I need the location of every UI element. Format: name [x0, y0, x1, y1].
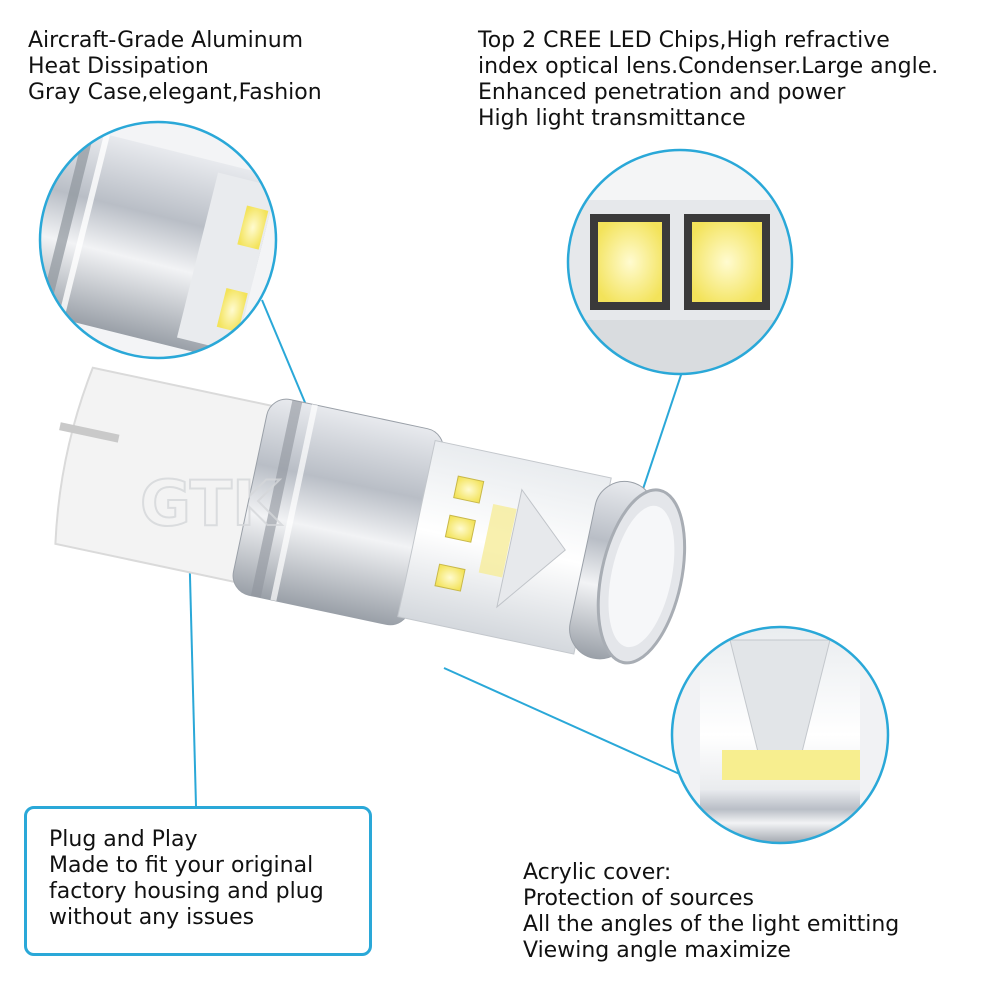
bulb [54, 366, 687, 665]
watermark-logo: GTK [140, 467, 282, 540]
led-chip-annotation: Top 2 CREE LED Chips,High refractive ind… [478, 28, 938, 132]
magnifier-led-chips [566, 148, 794, 376]
annotation-line: Heat Dissipation [28, 54, 209, 79]
annotation-line: Enhanced penetration and power [478, 80, 846, 105]
magnifier-housing [38, 120, 278, 360]
plug-and-play-callout-box: Plug and Play Made to fit your original … [24, 806, 372, 956]
annotation-line: Acrylic cover: [523, 860, 672, 885]
annotation-line: Gray Case,elegant,Fashion [28, 80, 322, 105]
plug-annotation: Plug and Play Made to fit your original … [49, 827, 324, 931]
magnifier-acrylic-cover [670, 625, 890, 845]
annotation-line: index optical lens.Condenser.Large angle… [478, 54, 939, 79]
annotation-line: factory housing and plug [49, 879, 324, 904]
annotation-line: Made to fit your original [49, 853, 314, 878]
housing-annotation: Aircraft-Grade Aluminum Heat Dissipation… [28, 28, 322, 106]
acrylic-cover-annotation: Acrylic cover: Protection of sources All… [523, 860, 899, 964]
annotation-line: without any issues [49, 905, 255, 930]
led-chip-cluster [434, 475, 566, 609]
annotation-line: Viewing angle maximize [523, 938, 791, 963]
annotation-line: Plug and Play [49, 827, 198, 852]
annotation-line: Top 2 CREE LED Chips,High refractive [478, 28, 890, 53]
annotation-line: Aircraft-Grade Aluminum [28, 28, 304, 53]
annotation-line: All the angles of the light emitting [523, 912, 900, 937]
annotation-line: High light transmittance [478, 106, 746, 131]
annotation-line: Protection of sources [523, 886, 755, 911]
